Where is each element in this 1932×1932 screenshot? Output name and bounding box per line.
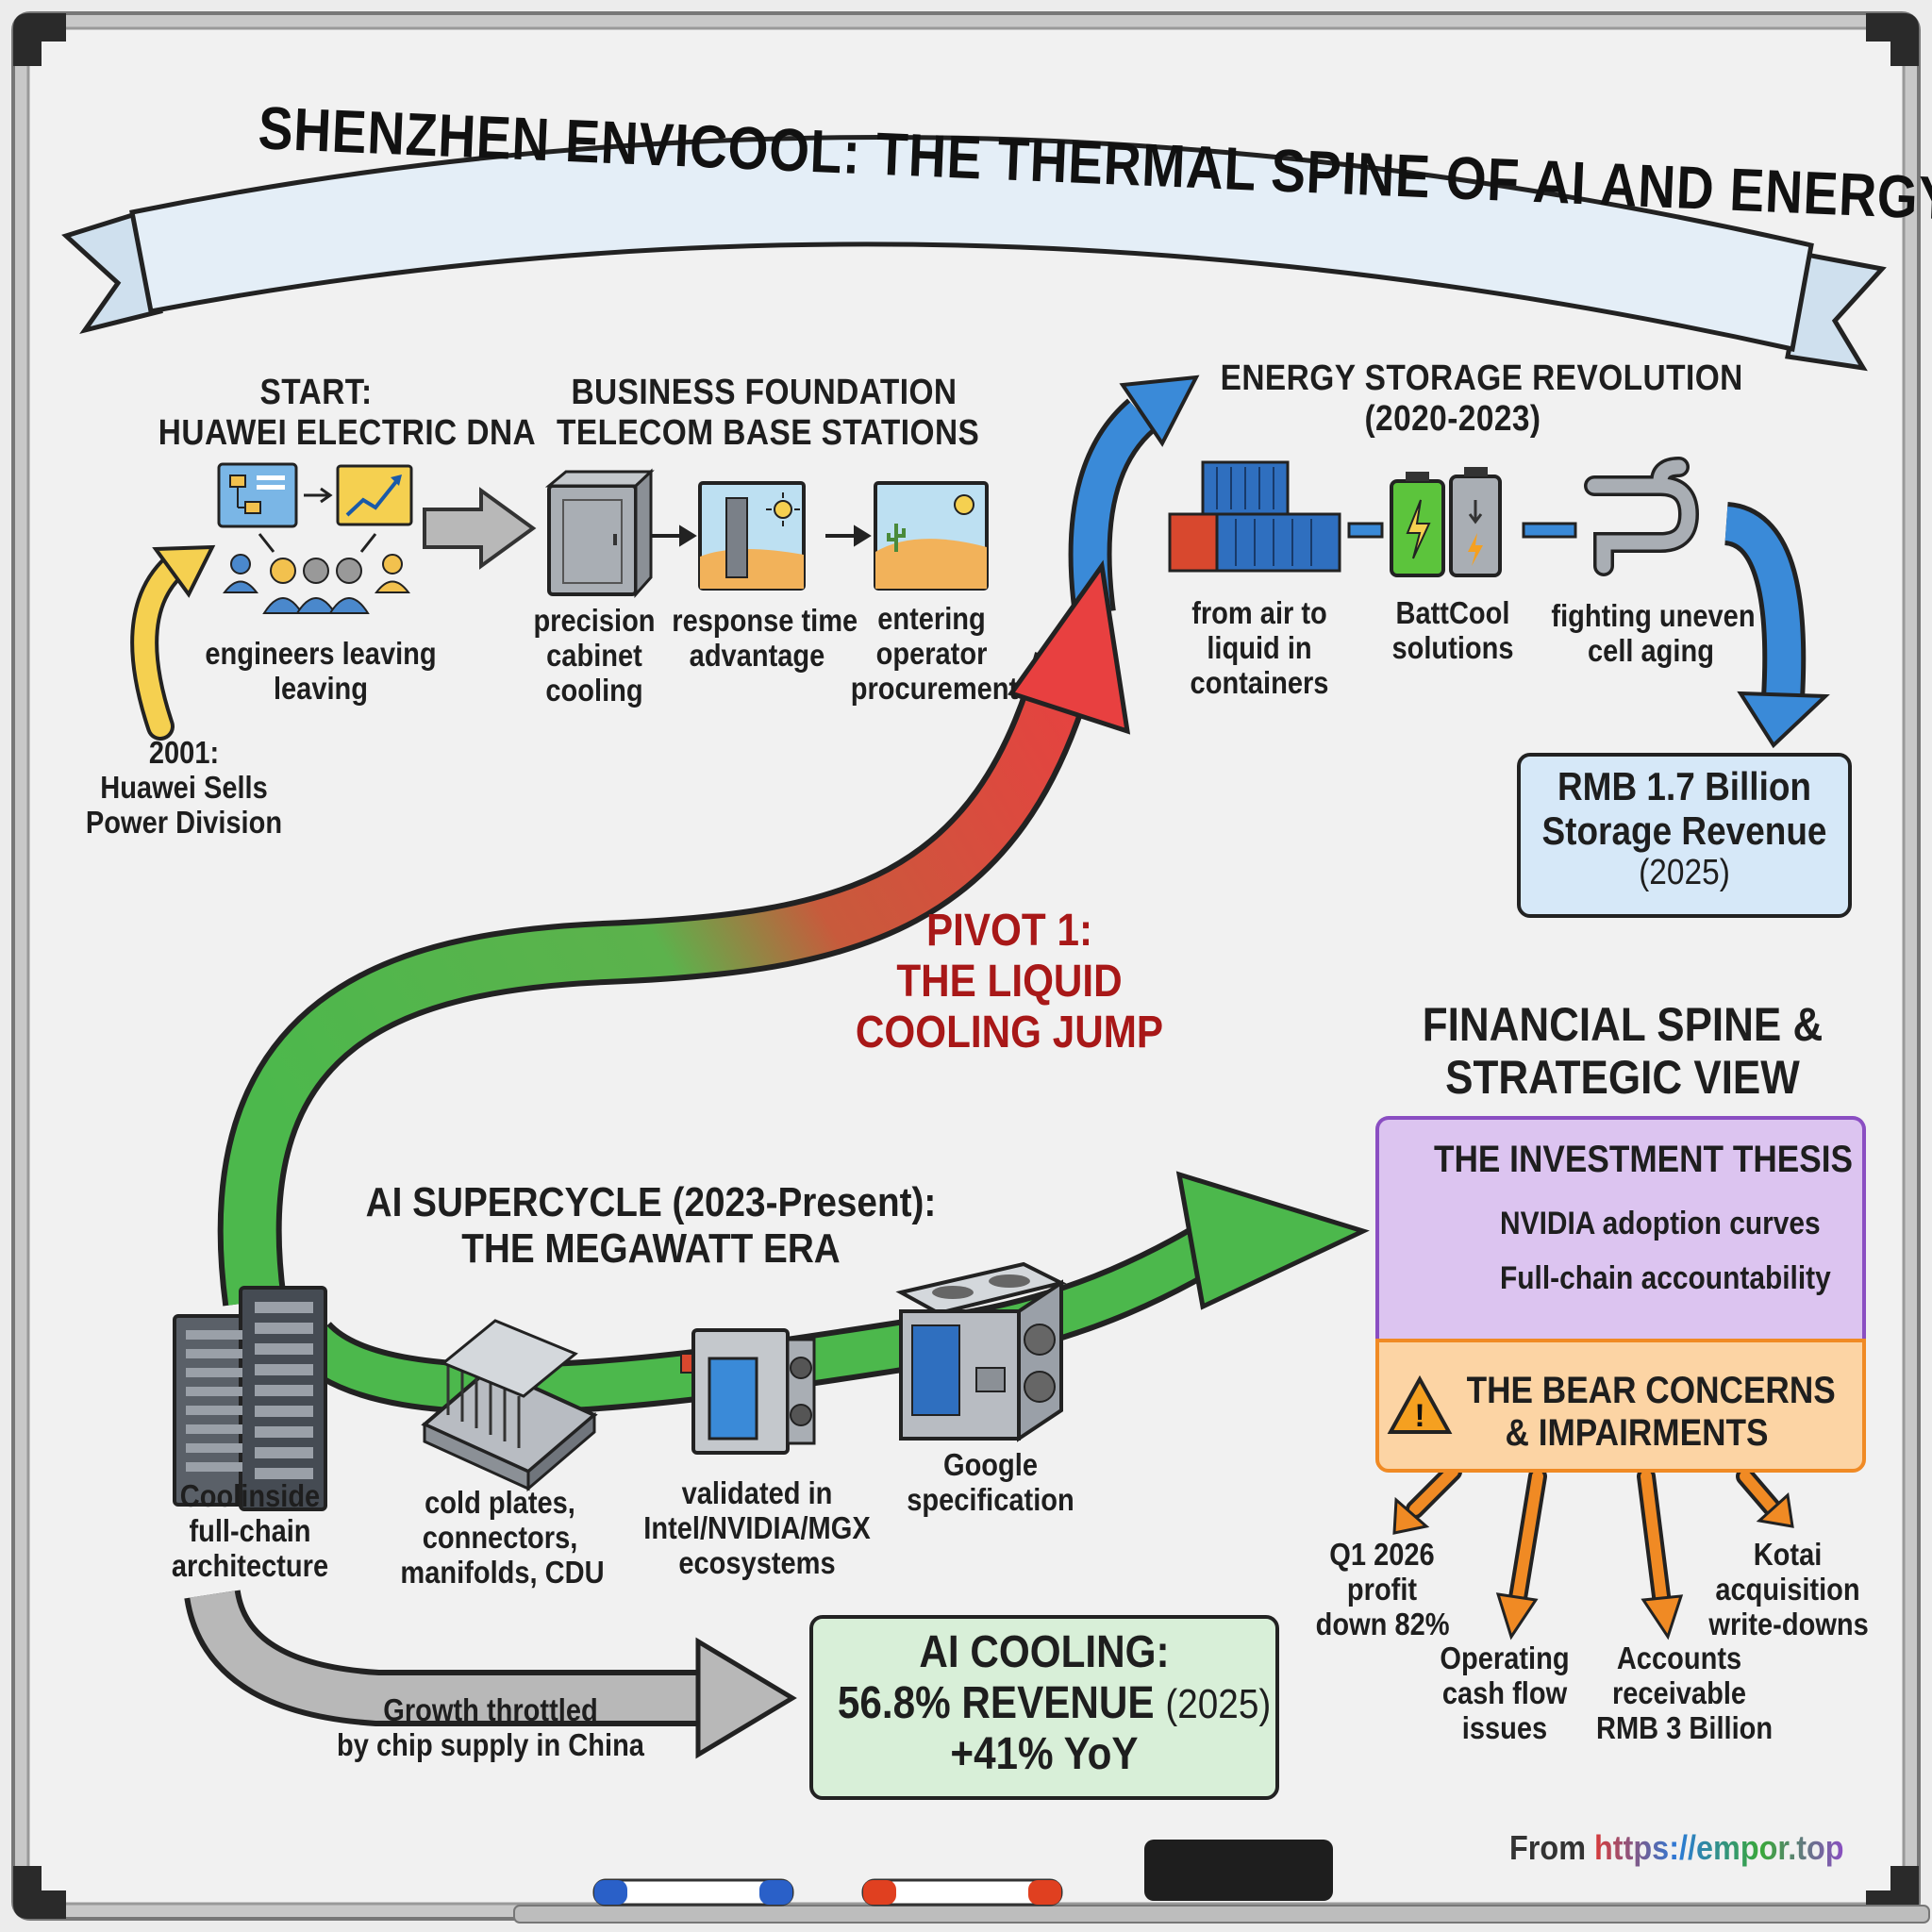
investment-thesis-box [1375, 1116, 1866, 1339]
cold-plate-icon [421, 1319, 598, 1492]
source-footer: From https://empor.top [1509, 1828, 1844, 1867]
financial-heading: FINANCIAL SPINE &STRATEGIC VIEW [1422, 998, 1824, 1104]
storage-heading: ENERGY STORAGE REVOLUTION(2020-2023) [1220, 358, 1743, 439]
ai-item-cold-plates: cold plates,connectors,manifolds, CDU [400, 1485, 605, 1590]
server-rack-icon [173, 1286, 327, 1511]
thesis-item-full-chain: Full-chain accountability [1500, 1260, 1831, 1296]
containers-icon [1168, 460, 1341, 573]
pivot-arrow [217, 559, 1131, 1307]
ai-revenue-text: AI COOLING: 56.8% REVENUE (2025) +41% Yo… [837, 1627, 1272, 1779]
source-link[interactable]: https://empor.top [1594, 1828, 1844, 1867]
svg-text:!: ! [1414, 1398, 1424, 1434]
marker-blue [592, 1878, 794, 1907]
flowchart-icon [217, 462, 298, 528]
marker-red [861, 1878, 1063, 1907]
eraser [1144, 1840, 1333, 1901]
desert-tower-icon [698, 481, 806, 591]
start-heading: START:HUAWEI ELECTRIC DNA [158, 373, 537, 453]
thesis-item-nvidia: NVIDIA adoption curves [1500, 1206, 1821, 1241]
growth-chart-icon [336, 464, 413, 526]
desert-cactus-icon [874, 481, 989, 591]
gray-arrow-throttle [184, 1589, 797, 1759]
ai-heading: AI SUPERCYCLE (2023-Present):THE MEGAWAT… [365, 1179, 937, 1273]
bear-title: THE BEAR CONCERNS& IMPAIRMENTS [1466, 1370, 1836, 1454]
warning-icon-bear: ! [1387, 1375, 1453, 1434]
title-banner [61, 134, 1887, 372]
bear-arrows [1392, 1462, 1794, 1641]
gray-arrow-start [423, 487, 537, 570]
cooling-unit-icon [895, 1261, 1067, 1442]
thesis-title: THE INVESTMENT THESIS [1434, 1139, 1853, 1180]
liquid-cooling-module-icon [680, 1328, 816, 1455]
bear-concerns-box [1375, 1339, 1866, 1473]
engineers-icon [223, 533, 410, 614]
battery-icon [1390, 467, 1502, 577]
ai-revenue-box [809, 1615, 1279, 1800]
cabinet-icon [544, 468, 655, 598]
ai-green-arrow [291, 1171, 1370, 1415]
foundation-arrows [649, 525, 872, 547]
storage-revenue-box [1517, 753, 1852, 918]
